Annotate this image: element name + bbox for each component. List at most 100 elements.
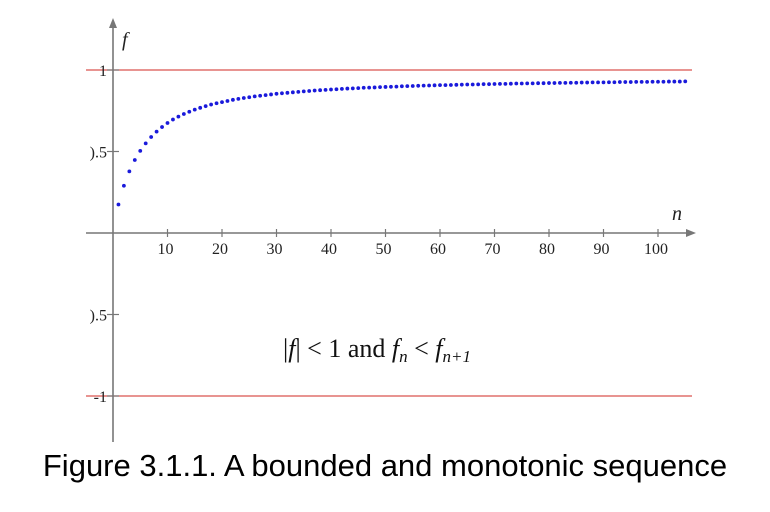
data-point bbox=[203, 104, 208, 109]
x-axis-name: n bbox=[672, 203, 682, 225]
y-tick-label: -1 bbox=[94, 389, 107, 406]
data-point bbox=[536, 81, 540, 86]
data-point bbox=[612, 80, 617, 85]
data-point bbox=[307, 89, 312, 93]
data-point bbox=[383, 85, 388, 89]
data-point bbox=[672, 79, 677, 84]
data-point bbox=[465, 82, 470, 87]
data-point bbox=[285, 90, 290, 95]
data-point bbox=[514, 81, 519, 86]
x-tick-label: 10 bbox=[158, 241, 174, 258]
data-point bbox=[656, 79, 660, 84]
data-point bbox=[405, 84, 410, 89]
data-point bbox=[645, 79, 649, 84]
data-point bbox=[171, 117, 175, 122]
data-point bbox=[421, 83, 426, 88]
data-point bbox=[519, 81, 524, 86]
data-point bbox=[187, 109, 192, 114]
data-point bbox=[677, 79, 682, 84]
data-point bbox=[432, 83, 437, 88]
data-point bbox=[165, 121, 170, 125]
data-point bbox=[334, 87, 339, 92]
x-tick-label: 70 bbox=[485, 241, 501, 258]
data-point bbox=[290, 90, 295, 95]
data-point bbox=[225, 99, 230, 103]
data-point bbox=[127, 169, 132, 174]
data-point bbox=[149, 135, 154, 139]
x-tick-label: 20 bbox=[212, 241, 228, 258]
data-point bbox=[683, 79, 688, 84]
data-point bbox=[231, 97, 235, 102]
data-point bbox=[530, 81, 535, 86]
data-point bbox=[209, 102, 214, 107]
data-point bbox=[667, 79, 671, 84]
data-point bbox=[541, 81, 546, 86]
y-tick-label: ).5 bbox=[90, 145, 107, 162]
y-axis-name: f bbox=[122, 29, 130, 51]
data-point bbox=[372, 85, 377, 90]
data-point bbox=[639, 79, 644, 84]
data-point bbox=[607, 80, 611, 85]
data-point bbox=[454, 82, 459, 87]
data-point bbox=[470, 82, 475, 87]
x-tick-label: 30 bbox=[267, 241, 283, 258]
data-point bbox=[498, 81, 502, 86]
data-point bbox=[443, 83, 448, 88]
bounded-monotonic-annotation: |f| < 1 and fn < fn+1 bbox=[283, 334, 471, 366]
data-point bbox=[340, 87, 344, 91]
data-point bbox=[487, 82, 491, 87]
data-point bbox=[508, 81, 513, 86]
data-point bbox=[481, 82, 486, 87]
data-point bbox=[236, 96, 241, 101]
data-point bbox=[274, 91, 279, 96]
data-point bbox=[312, 88, 317, 93]
data-point bbox=[280, 91, 284, 96]
data-point bbox=[323, 87, 328, 92]
data-point bbox=[329, 87, 333, 92]
data-point bbox=[579, 80, 584, 85]
bound-lines bbox=[86, 69, 692, 397]
data-point bbox=[623, 80, 628, 84]
data-point bbox=[547, 81, 551, 85]
data-point bbox=[318, 88, 322, 93]
data-point bbox=[552, 81, 557, 85]
data-point bbox=[617, 80, 622, 84]
data-point bbox=[138, 148, 143, 153]
x-tick-label: 40 bbox=[321, 241, 337, 258]
data-point bbox=[356, 86, 361, 90]
data-point bbox=[525, 81, 530, 86]
data-point bbox=[585, 80, 590, 85]
data-point bbox=[350, 86, 355, 91]
data-point bbox=[389, 84, 393, 89]
y-tick-label: 1 bbox=[99, 63, 107, 80]
data-point bbox=[503, 81, 508, 86]
data-point bbox=[214, 101, 219, 106]
data-point bbox=[192, 107, 197, 112]
data-point bbox=[301, 89, 306, 94]
data-point bbox=[438, 83, 442, 88]
data-point bbox=[263, 93, 268, 98]
x-tick-label: 100 bbox=[644, 241, 668, 258]
x-tick-label: 80 bbox=[539, 241, 555, 258]
data-point bbox=[116, 202, 121, 207]
data-point bbox=[160, 125, 164, 129]
data-point bbox=[154, 129, 159, 134]
data-point bbox=[459, 82, 464, 87]
data-point bbox=[241, 96, 246, 100]
x-tick-label: 50 bbox=[376, 241, 392, 258]
data-point bbox=[198, 105, 203, 110]
data-point bbox=[634, 79, 639, 84]
data-point bbox=[492, 82, 497, 86]
data-point bbox=[427, 83, 431, 88]
data-point bbox=[220, 100, 224, 105]
data-point bbox=[378, 85, 382, 90]
data-point bbox=[132, 158, 137, 162]
data-point bbox=[416, 83, 421, 88]
data-point bbox=[258, 93, 263, 98]
data-point bbox=[176, 114, 181, 119]
data-point bbox=[596, 80, 600, 85]
axes bbox=[86, 18, 696, 442]
x-tick-label: 90 bbox=[594, 241, 610, 258]
data-point bbox=[269, 92, 273, 97]
